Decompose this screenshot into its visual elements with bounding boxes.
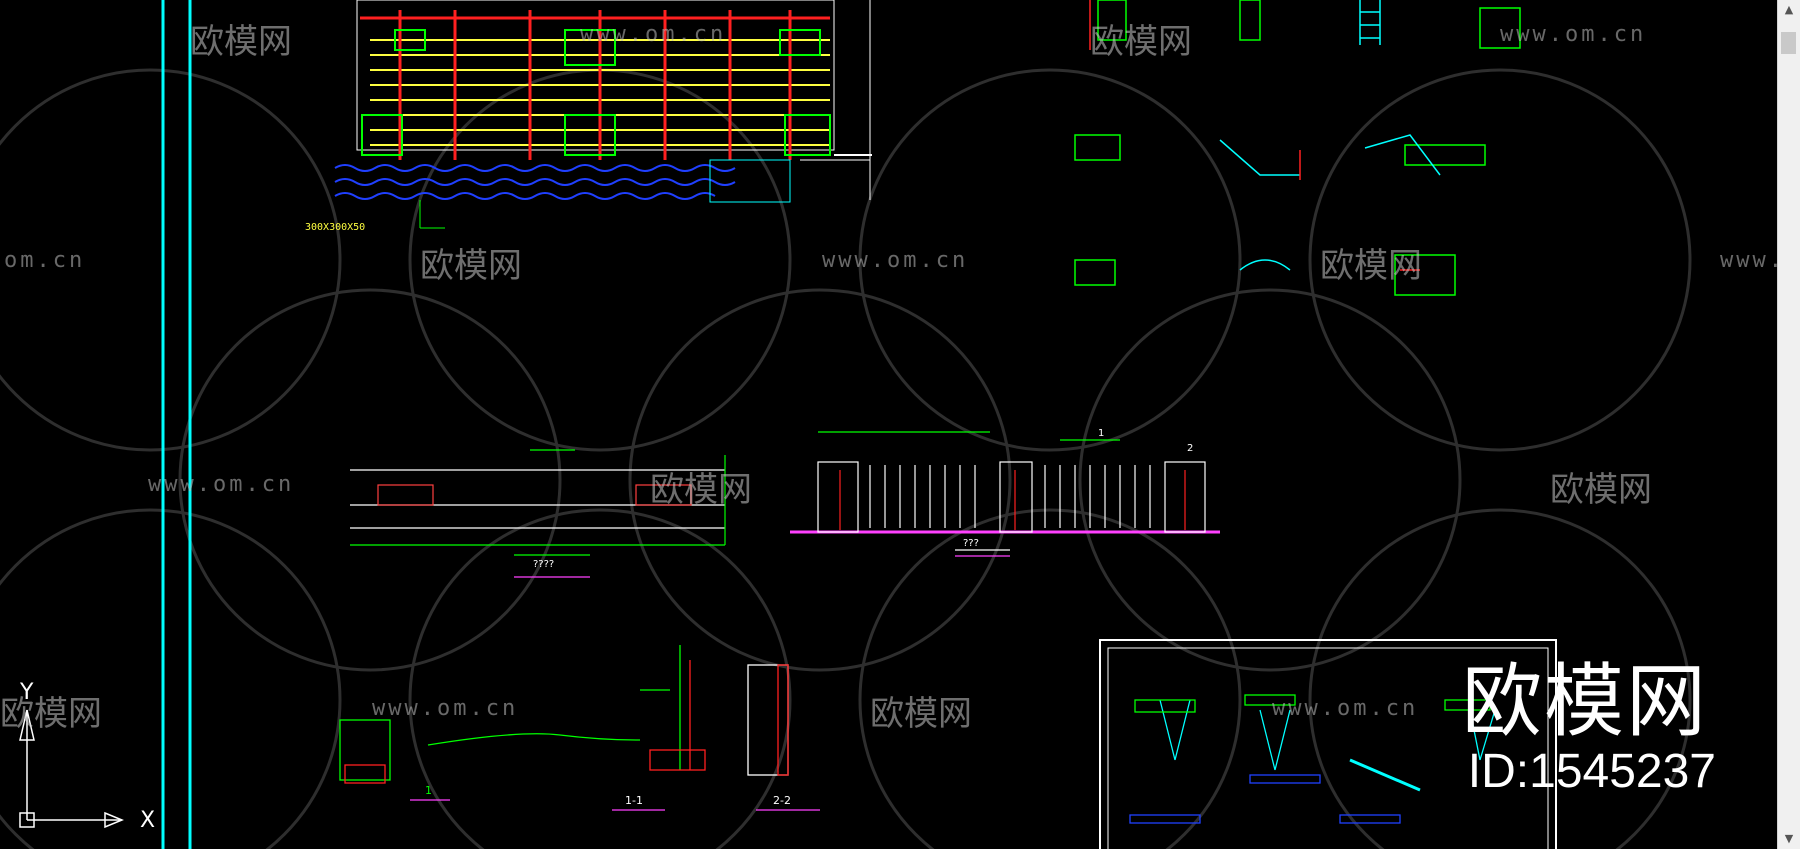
watermark-url: www.om.cn xyxy=(580,22,727,47)
watermark-logo: 欧模网 xyxy=(1550,470,1652,510)
watermark-logo: 欧模网 xyxy=(0,694,102,734)
watermark-logo: 欧模网 xyxy=(1090,22,1192,62)
drawing-title-a: ???? xyxy=(533,559,555,570)
ucs-y-label: Y xyxy=(20,680,34,705)
watermark-logo: 欧模网 xyxy=(870,694,972,734)
watermark-url: www.o xyxy=(1720,248,1778,273)
watermark-logo: 欧模网 xyxy=(1320,246,1422,286)
bottom-sections xyxy=(339,645,820,811)
detail-marker: 1 xyxy=(425,784,432,797)
watermark-logo: 欧模网 xyxy=(190,22,292,62)
drawing-title-b: ??? xyxy=(963,538,979,549)
watermark-circles xyxy=(0,68,1692,849)
watermark-url: www.om.cn xyxy=(822,248,969,273)
scroll-up-icon[interactable]: ▲ xyxy=(1784,3,1794,16)
watermark-url: www.om.cn xyxy=(372,696,519,721)
section-pool-detail xyxy=(334,0,872,229)
detail-cluster-top-right xyxy=(1074,0,1521,296)
ucs-icon xyxy=(19,709,124,829)
watermark-logo: 欧模网 xyxy=(650,470,752,510)
elevation-left xyxy=(350,449,726,578)
elevation-marker-1: 1 xyxy=(1098,428,1105,439)
watermark-url: www.om.cn xyxy=(1500,22,1647,47)
watermark-logo: 欧模网 xyxy=(420,246,522,286)
elevation-gate xyxy=(790,431,1220,557)
detail-frame-bottom-right xyxy=(1099,639,1557,849)
scrollbar-thumb[interactable] xyxy=(1781,32,1796,54)
watermark-url: www.om.cn xyxy=(148,472,295,497)
frame-border-lines xyxy=(161,0,192,849)
section-1-label: 1-1 xyxy=(625,794,643,807)
watermark-url: om.cn xyxy=(4,248,86,273)
scroll-down-icon[interactable]: ▼ xyxy=(1784,832,1794,845)
section-2-label: 2-2 xyxy=(773,794,791,807)
material-note: 300X300X50 xyxy=(305,222,366,233)
watermark-url: www.om.cn xyxy=(1272,696,1419,721)
model-id: ID:1545237 xyxy=(1467,745,1716,798)
vertical-scrollbar[interactable]: ▲ ▼ xyxy=(1777,0,1800,849)
ucs-x-label: X xyxy=(140,808,156,833)
brand-logo-text: 欧模网 xyxy=(1462,655,1708,748)
elevation-marker-2: 2 xyxy=(1187,443,1194,454)
